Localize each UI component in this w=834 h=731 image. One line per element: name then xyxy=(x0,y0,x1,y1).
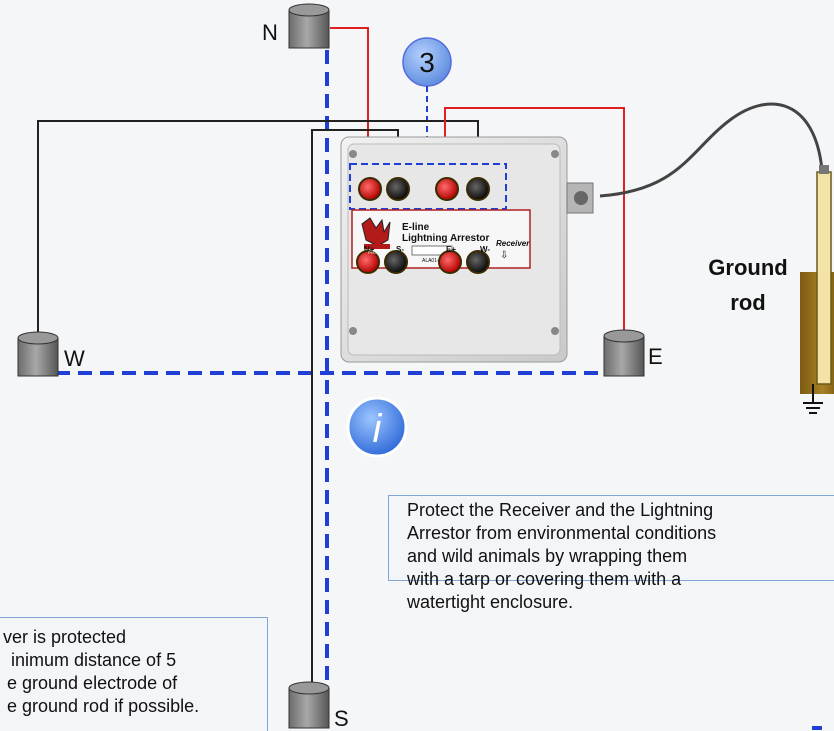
device-title-line1: E-line xyxy=(402,222,430,233)
info-note-line: watertight enclosure. xyxy=(407,592,574,612)
ground-rod xyxy=(816,171,832,385)
terminal-n-plus-top xyxy=(358,177,382,201)
ground-rod-label-line1: Ground xyxy=(708,255,787,280)
terminal-label-bottom-2: S- xyxy=(396,245,404,254)
info-icon-letter: i xyxy=(373,407,383,451)
distance-note-line: ver is protected xyxy=(3,627,127,647)
device-brand: PHOENIX xyxy=(368,250,386,255)
lightning-arrestor-device: N+ S- E+ W- ⏚ E-line Lightning Arrestor … xyxy=(340,136,594,363)
terminal-e-plus-bottom xyxy=(438,250,462,274)
electrode-west xyxy=(17,331,59,377)
terminal-label-bottom-1: N+ xyxy=(364,245,375,254)
info-note-line: Protect the Receiver and the Lightning xyxy=(407,500,714,520)
terminal-e-plus-top xyxy=(435,177,459,201)
label-east: E xyxy=(648,344,663,369)
terminal-w-minus-top xyxy=(466,177,490,201)
info-note-line: and wild animals by wrapping them xyxy=(407,546,688,566)
distance-note: ver is protected inimum distance of 5 e … xyxy=(0,617,268,731)
terminal-label-bottom-3: E+ xyxy=(446,245,456,254)
ground-cable xyxy=(599,102,824,198)
distance-note-line: e ground rod if possible. xyxy=(7,696,200,716)
device-model: ALA01-A xyxy=(422,258,443,264)
terminal-w-minus-bottom xyxy=(466,250,490,274)
info-icon: i xyxy=(346,396,408,458)
phoenix-logo xyxy=(361,217,391,249)
electrode-east xyxy=(603,329,645,377)
ground-rod-label-line2: rod xyxy=(730,290,765,315)
step-callout-number: 3 xyxy=(419,47,435,78)
receiver-arrow-icon: ⇩ xyxy=(500,250,508,261)
device-receiver-label: Receiver xyxy=(496,239,530,248)
label-south: S xyxy=(334,706,349,731)
ground-rod-assembly xyxy=(800,165,834,414)
step-callout: 3 xyxy=(402,37,452,87)
terminal-label-bottom-4: W- xyxy=(480,245,490,254)
terminal-highlight xyxy=(349,163,507,210)
device-title-line2: Lightning Arrestor xyxy=(402,233,490,244)
electrode-north xyxy=(288,3,330,49)
terminal-s-minus-top xyxy=(386,177,410,201)
label-north: N xyxy=(262,20,278,45)
label-west: W xyxy=(64,346,85,371)
info-note-line: with a tarp or covering them with a xyxy=(407,569,682,589)
terminal-s-minus-bottom xyxy=(384,250,408,274)
terminal-n-plus-bottom xyxy=(356,250,380,274)
info-note-line: Arrestor from environmental conditions xyxy=(407,523,717,543)
electrode-south xyxy=(288,681,330,729)
distance-note-line: inimum distance of 5 xyxy=(11,650,177,670)
info-note: Protect the Receiver and the Lightning A… xyxy=(388,495,834,612)
north-red-wire xyxy=(330,27,369,190)
distance-note-line: e ground electrode of xyxy=(7,673,178,693)
